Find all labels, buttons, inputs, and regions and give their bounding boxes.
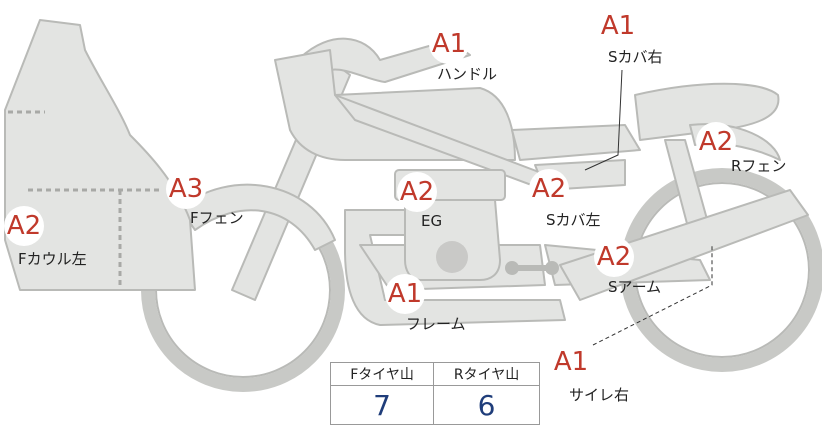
grade-badge: A1 (551, 342, 591, 382)
rear-tire-value: 6 (433, 385, 540, 425)
part-label: Sカバ右 (608, 48, 663, 66)
engine-block (404, 199, 501, 281)
grade-badge: A2 (696, 122, 736, 162)
grade-badge: A1 (429, 24, 469, 64)
side-cover-right (511, 124, 641, 161)
part-label: フレーム (406, 315, 466, 333)
grade-badge: A2 (397, 172, 437, 212)
footpeg-end-left (505, 261, 519, 275)
leader-s-cover-right (584, 69, 623, 171)
grade-badge: A2 (529, 169, 569, 209)
footpeg-end-right (545, 261, 559, 275)
fuel-tank (274, 49, 516, 161)
part-label: Sアーム (608, 278, 662, 296)
rear-tire-header: Rタイヤ山 (433, 362, 540, 386)
grade-badge: A1 (598, 6, 638, 46)
grade-badge: A3 (166, 169, 206, 209)
front-tire-header: Fタイヤ山 (329, 362, 435, 386)
front-cowl (4, 19, 196, 291)
part-label: EG (421, 212, 443, 230)
engine-cover (436, 241, 468, 273)
grade-badge: A2 (594, 237, 634, 277)
leader-silencer-right (592, 245, 713, 346)
part-label: サイレ右 (569, 386, 630, 404)
front-fender (179, 183, 336, 251)
grade-badge: A1 (385, 274, 425, 314)
tire-tread-table: Fタイヤ山 Rタイヤ山 7 6 (329, 362, 540, 425)
part-label: ハンドル (437, 65, 498, 83)
part-label: Fフェン (190, 209, 244, 227)
front-tire-value: 7 (329, 385, 435, 425)
part-label: Fカウル左 (18, 250, 87, 268)
seat (634, 82, 780, 141)
part-label: Sカバ左 (546, 211, 601, 229)
part-label: Rフェン (731, 157, 787, 175)
grade-badge: A2 (4, 206, 44, 246)
